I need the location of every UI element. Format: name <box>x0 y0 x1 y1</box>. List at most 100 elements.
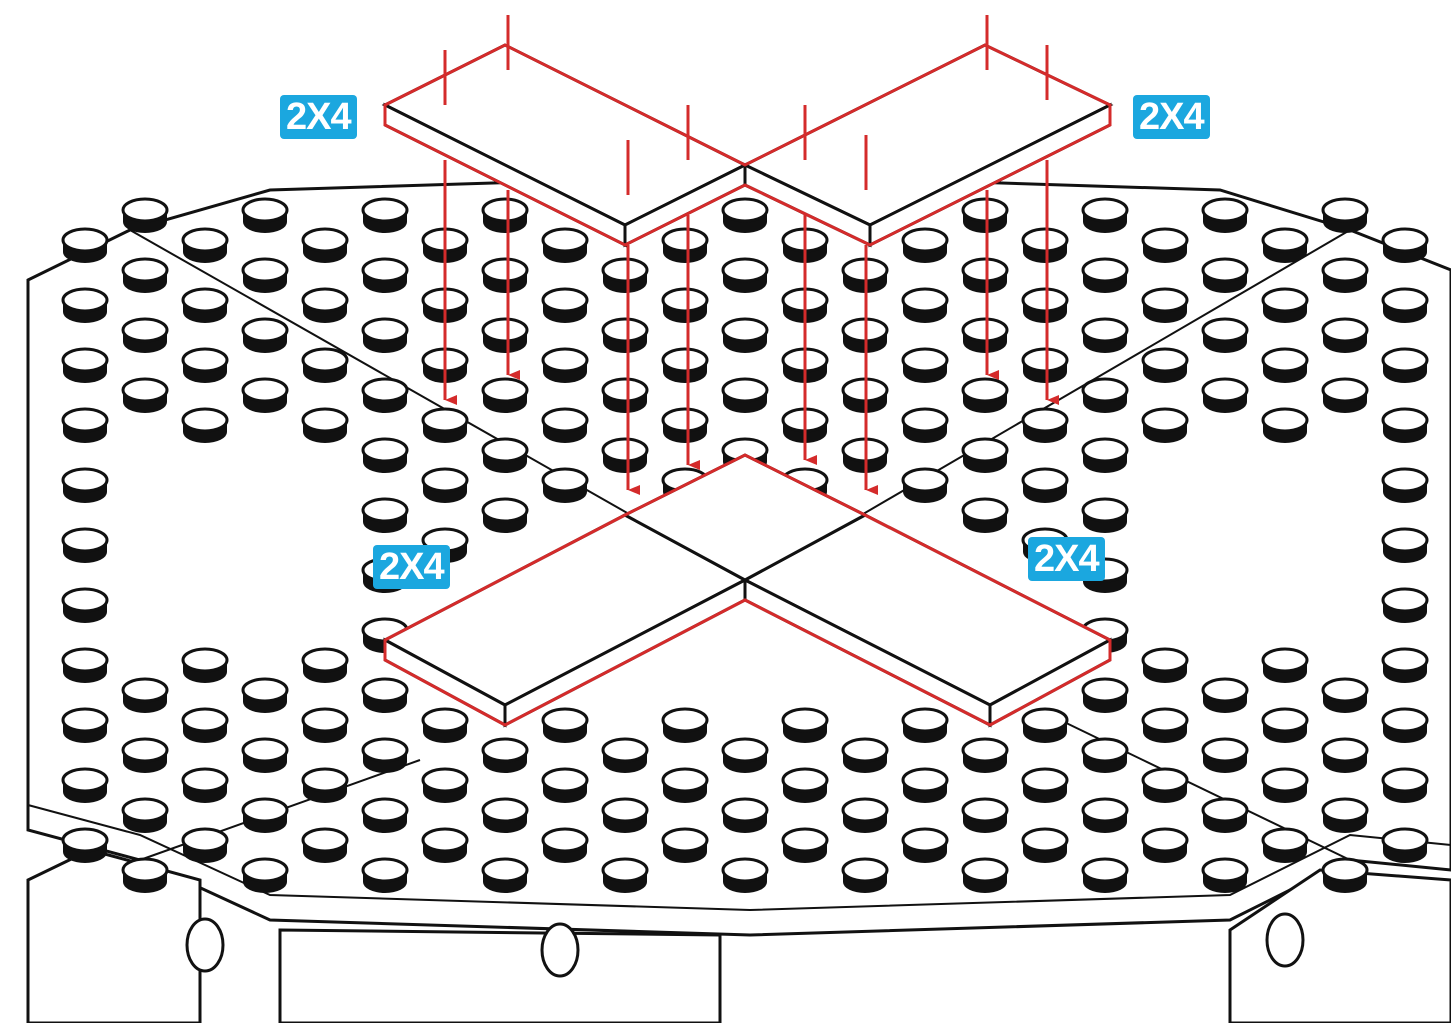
stud <box>543 229 587 263</box>
stud <box>1323 259 1367 293</box>
stud <box>543 769 587 803</box>
stud <box>483 499 527 533</box>
stud <box>1263 649 1307 683</box>
stud <box>63 649 107 683</box>
stud <box>243 199 287 233</box>
stud <box>123 259 167 293</box>
stud <box>663 829 707 863</box>
stud <box>483 799 527 833</box>
stud <box>963 739 1007 773</box>
stud <box>1023 829 1067 863</box>
stud <box>903 829 947 863</box>
stud <box>1383 469 1427 503</box>
stud <box>663 769 707 803</box>
stud <box>723 319 767 353</box>
stud <box>123 199 167 233</box>
stud <box>483 319 527 353</box>
axle-hole-left <box>187 919 223 971</box>
stud <box>243 679 287 713</box>
stud <box>423 469 467 503</box>
stud <box>1203 379 1247 413</box>
stud <box>723 739 767 773</box>
stud <box>783 829 827 863</box>
stud <box>363 859 407 893</box>
stud <box>663 709 707 743</box>
stud <box>483 199 527 233</box>
stud <box>243 859 287 893</box>
stud <box>1083 379 1127 413</box>
stud <box>1083 319 1127 353</box>
stud <box>1263 289 1307 323</box>
stud <box>1323 679 1367 713</box>
stud <box>243 739 287 773</box>
stud <box>1383 409 1427 443</box>
stud <box>603 859 647 893</box>
stud <box>1383 709 1427 743</box>
stud <box>303 349 347 383</box>
stud <box>1323 799 1367 833</box>
stud <box>903 289 947 323</box>
stud <box>543 409 587 443</box>
stud <box>183 349 227 383</box>
part-label-top-right: 2X4 <box>1133 95 1210 139</box>
axle-hole-center <box>542 924 578 976</box>
stud <box>123 319 167 353</box>
stud <box>303 829 347 863</box>
stud <box>1383 349 1427 383</box>
stud <box>723 859 767 893</box>
stud <box>603 259 647 293</box>
support-brick-center <box>280 930 720 1023</box>
stud <box>303 409 347 443</box>
stud <box>1143 829 1187 863</box>
stud <box>783 769 827 803</box>
stud <box>1023 469 1067 503</box>
stud <box>903 469 947 503</box>
stud <box>1383 829 1427 863</box>
stud <box>1203 199 1247 233</box>
stud <box>1143 289 1187 323</box>
stud <box>303 649 347 683</box>
stud <box>963 199 1007 233</box>
stud <box>1083 499 1127 533</box>
stud <box>63 829 107 863</box>
stud <box>1323 739 1367 773</box>
stud <box>603 439 647 473</box>
stud <box>123 679 167 713</box>
stud <box>63 469 107 503</box>
stud <box>903 409 947 443</box>
stud <box>1383 589 1427 623</box>
stud <box>603 739 647 773</box>
stud <box>543 349 587 383</box>
stud <box>1263 409 1307 443</box>
stud <box>603 319 647 353</box>
stud <box>423 709 467 743</box>
stud <box>423 829 467 863</box>
stud <box>843 859 887 893</box>
stud <box>303 709 347 743</box>
axle-hole-right <box>1267 914 1303 966</box>
stud <box>1383 529 1427 563</box>
stud <box>1383 649 1427 683</box>
stud <box>1083 799 1127 833</box>
stud <box>1083 199 1127 233</box>
stud <box>1203 259 1247 293</box>
stud <box>183 409 227 443</box>
stud <box>723 199 767 233</box>
stud <box>63 409 107 443</box>
stud <box>723 259 767 293</box>
stud <box>603 799 647 833</box>
stud <box>1203 859 1247 893</box>
stud <box>663 409 707 443</box>
stud <box>1083 439 1127 473</box>
stud <box>63 289 107 323</box>
support-brick-left <box>28 850 200 1023</box>
stud <box>963 499 1007 533</box>
stud <box>123 739 167 773</box>
stud <box>543 709 587 743</box>
stud <box>1263 829 1307 863</box>
stud <box>963 379 1007 413</box>
stud <box>1023 409 1067 443</box>
stud <box>903 229 947 263</box>
stud <box>963 319 1007 353</box>
stud <box>843 739 887 773</box>
